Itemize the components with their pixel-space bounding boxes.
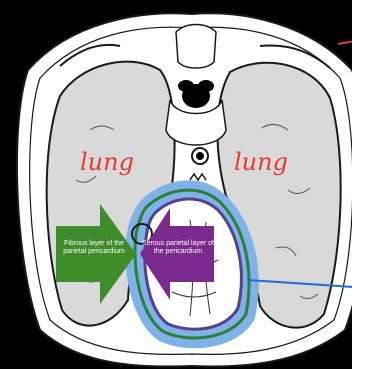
- fibrous-label: Fibrous layer of the parietal pericardiu…: [58, 240, 130, 256]
- lung-label-right: lung: [234, 148, 288, 176]
- right-panel: [352, 0, 386, 369]
- serous-label: Serous parietal layer of the pericardium: [142, 240, 214, 256]
- lung-label-left: lung: [80, 148, 134, 176]
